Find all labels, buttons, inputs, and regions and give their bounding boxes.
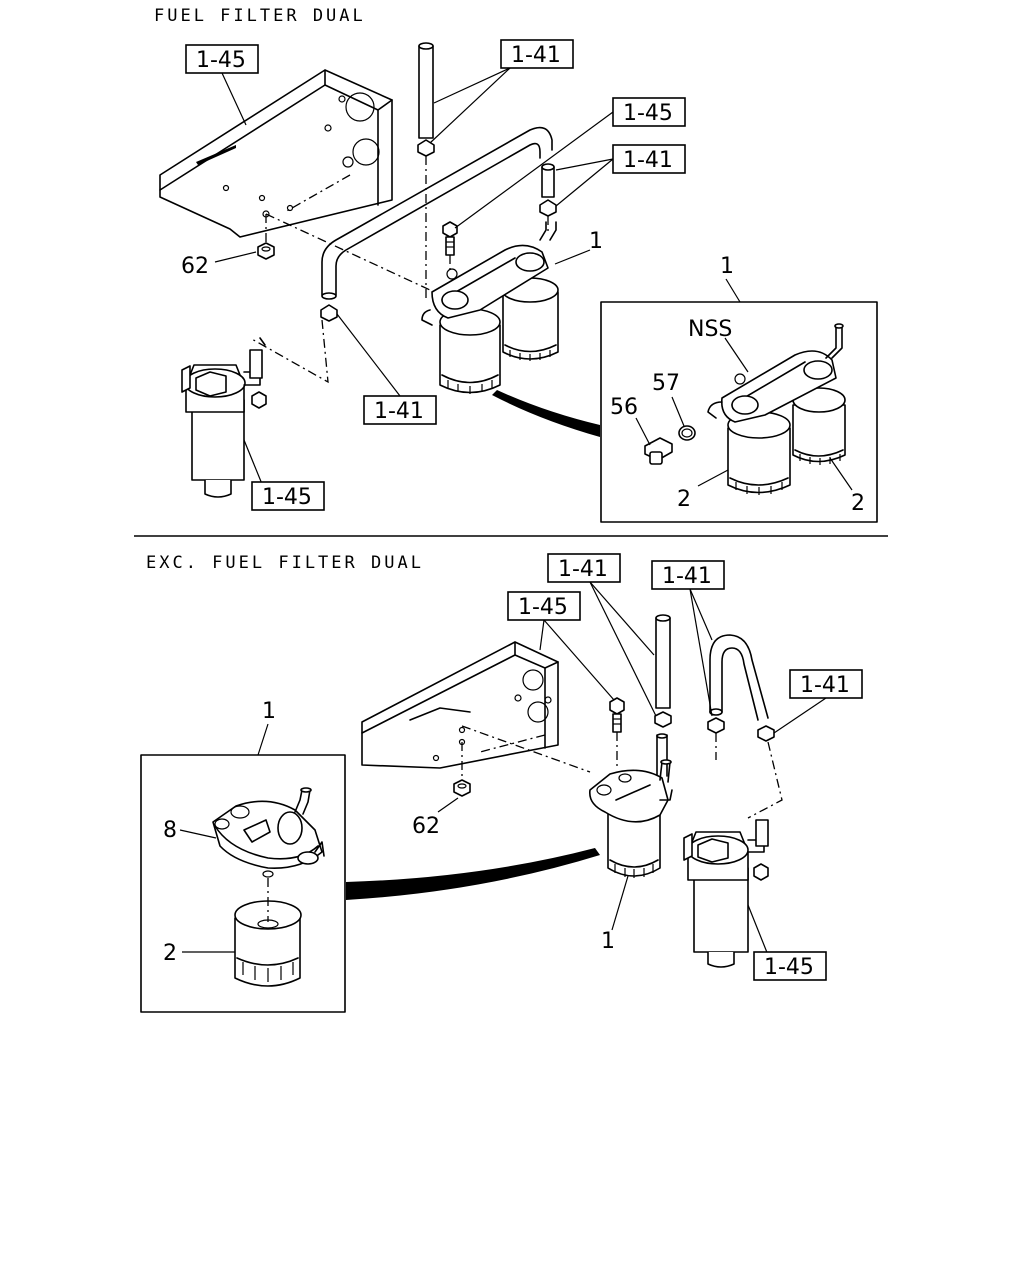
ref-box-pipe-lower-dual: 1-41 [363,395,437,425]
detail-pointer-exc [346,848,600,900]
svg-text:1-41: 1-41 [623,148,673,173]
ref-box-bracket-dual: 1-45 [185,44,259,74]
svg-text:1: 1 [720,254,734,279]
label-1-exc-assy: 1 [601,929,615,954]
bracket-exc [361,641,559,769]
dual-filter-assembly [421,221,559,394]
svg-text:1-45: 1-45 [764,955,814,980]
label-62-exc: 62 [412,814,440,839]
pipe-bent-dual [320,126,553,322]
detail-pointer-dual [492,390,600,437]
svg-text:1-41: 1-41 [558,557,608,582]
section-title-exc: EXC. FUEL FILTER DUAL [146,553,424,573]
label-1-dual-assy: 1 [589,229,603,254]
svg-text:1-45: 1-45 [262,485,312,510]
svg-text:1-41: 1-41 [800,673,850,698]
bolt-dual [442,221,458,256]
pipe-short-dual [539,163,557,217]
label-2-exc: 2 [163,941,177,966]
ref-box-separator-exc: 1-45 [753,951,827,981]
nut-62-exc [453,779,471,797]
ref-box-separator-dual: 1-45 [251,481,325,511]
ref-box-bolt-dual: 1-45 [612,97,686,127]
label-57: 57 [652,371,680,396]
svg-text:1-41: 1-41 [662,564,712,589]
water-separator-exc [683,819,769,968]
ref-box-bracket-exc: 1-45 [507,591,581,621]
single-filter-exc [588,759,673,878]
ref-box-pipe-a-exc: 1-41 [547,553,621,583]
ref-box-pipe-c-exc: 1-41 [789,669,863,699]
nut-62-dual [257,242,275,260]
svg-text:1-45: 1-45 [196,48,246,73]
label-8: 8 [163,818,177,843]
detail-box-dual: 1 [600,254,878,523]
svg-text:1-41: 1-41 [374,399,424,424]
svg-text:1-41: 1-41 [511,43,561,68]
svg-text:1-45: 1-45 [518,595,568,620]
ref-box-pipe-top-dual: 1-41 [500,39,574,69]
pipe-vertical-dual [417,42,435,157]
label-56: 56 [610,395,638,420]
label-62-dual: 62 [181,254,209,279]
ref-box-pipe-right-dual: 1-41 [612,144,686,174]
pipe-u-exc [707,634,775,742]
label-2-dual-a: 2 [677,487,691,512]
section-title-dual: FUEL FILTER DUAL [154,6,366,26]
water-separator-dual [181,349,267,498]
ref-box-pipe-b-exc: 1-41 [651,560,725,590]
bracket-dual [159,69,393,238]
svg-text:1: 1 [262,699,276,724]
label-2-dual-b: 2 [851,491,865,516]
label-nss: NSS [688,317,732,342]
svg-text:1-45: 1-45 [623,101,673,126]
detail-box-exc: 1 [140,699,346,1013]
bolt-exc [609,697,625,733]
pipe-straight-exc [654,614,672,728]
